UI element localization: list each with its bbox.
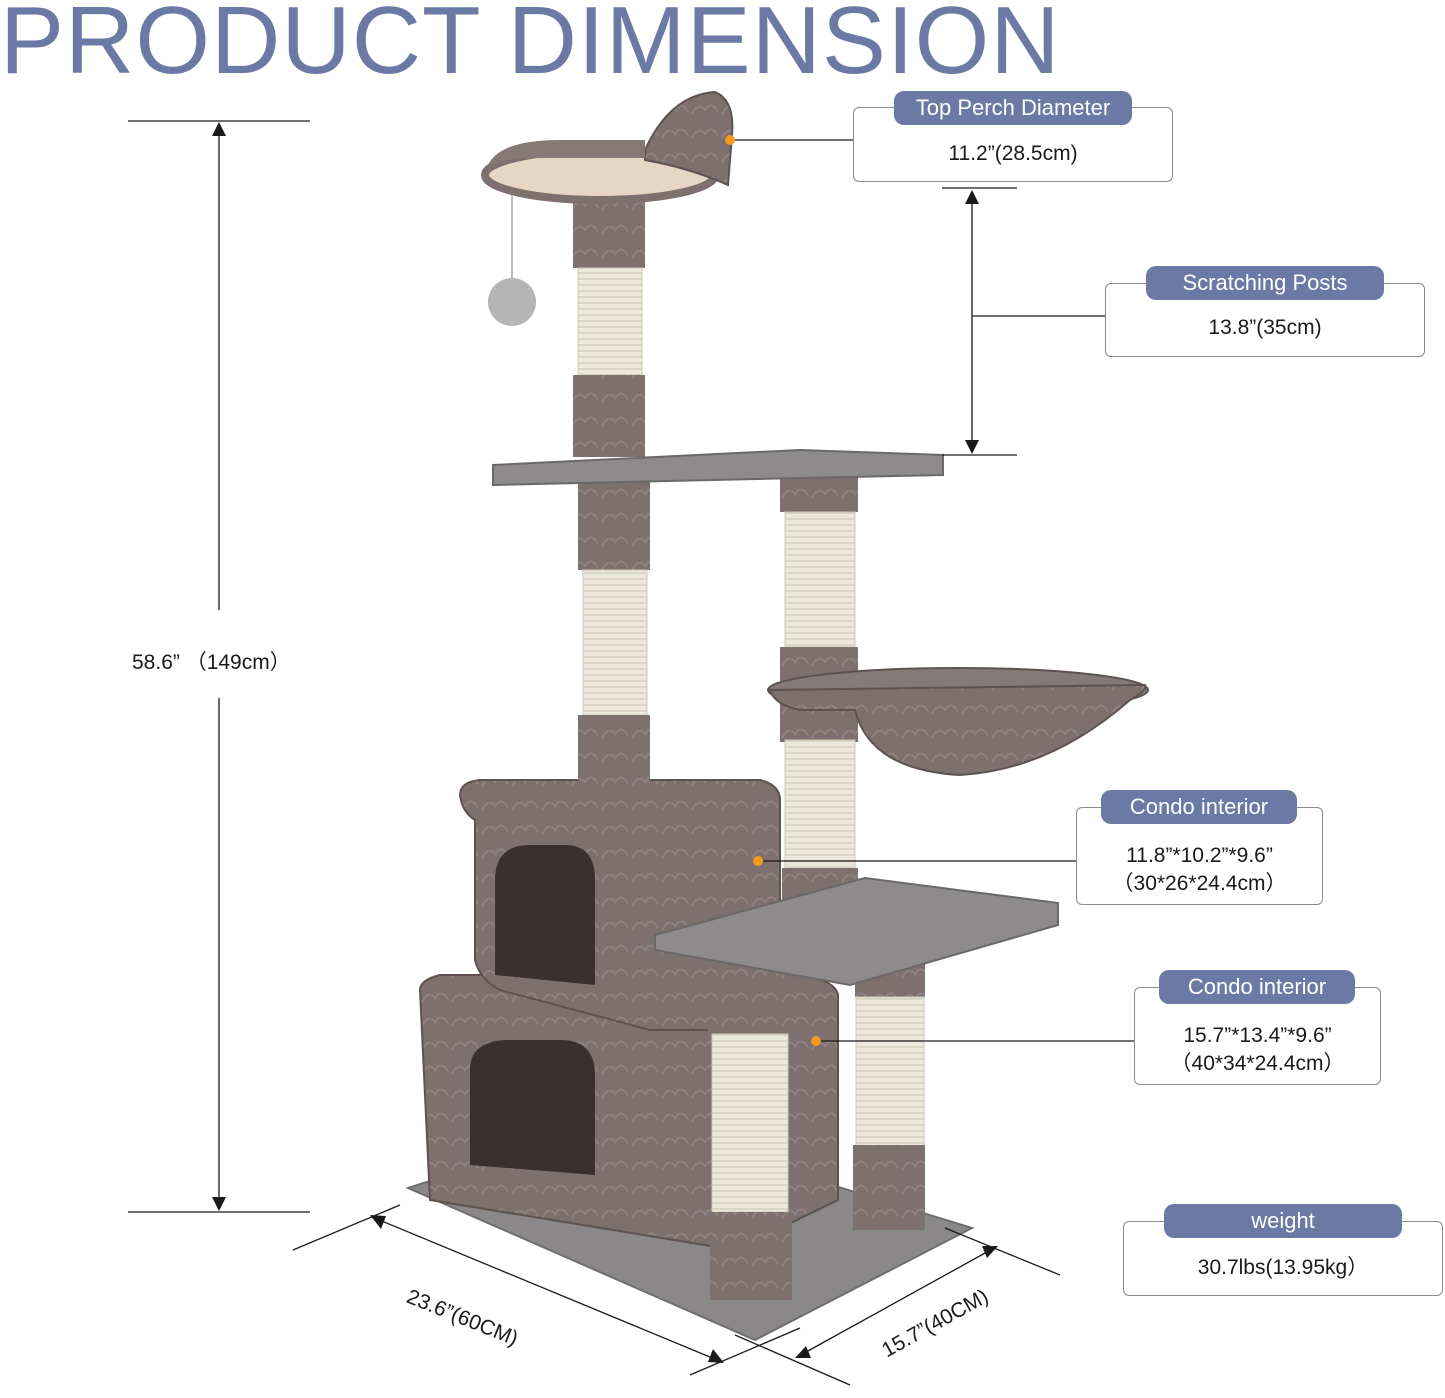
- back-post: [853, 962, 925, 1230]
- condo-lower-label: Condo interior: [1159, 970, 1355, 1004]
- width-dimension-line: [292, 1204, 801, 1376]
- post-dimension-line: [942, 187, 1106, 456]
- callout-leaders: [730, 139, 1135, 1042]
- weight-label: weight: [1164, 1204, 1402, 1238]
- middle-left-post: [578, 482, 650, 785]
- page-title: PRODUCT DIMENSION: [0, 0, 1061, 94]
- scratching-posts-value: 13.8”(35cm): [1208, 316, 1322, 339]
- lower-platform: [654, 876, 1059, 987]
- condo-lower-value-line1: 15.7”*13.4”*9.6”: [1183, 1024, 1332, 1047]
- orange-markers: [725, 135, 821, 1046]
- upper-condo: [458, 779, 781, 1031]
- height-label: 58.6” （149cm）: [132, 651, 291, 674]
- top-post: [573, 180, 645, 457]
- top-perch-label: Top Perch Diameter: [894, 91, 1132, 125]
- condo-lower-value-line2: （40*34*24.4cm）: [1170, 1052, 1345, 1075]
- basket-hammock: [767, 667, 1149, 777]
- front-post: [708, 962, 792, 1300]
- condo-upper-label: Condo interior: [1101, 790, 1297, 824]
- middle-platform: [492, 448, 944, 487]
- weight-value: 30.7lbs(13.95kg）: [1197, 1256, 1369, 1279]
- hanging-ball-toy: [488, 195, 536, 326]
- height-dimension-line: [128, 120, 310, 1213]
- condo-upper-value-line2: （30*26*24.4cm）: [1112, 872, 1287, 895]
- top-perch: [481, 90, 734, 204]
- depth-dimension-line: [734, 1227, 1061, 1386]
- top-perch-value: 11.2”(28.5cm): [948, 142, 1078, 165]
- scratching-posts-label: Scratching Posts: [1146, 266, 1384, 300]
- condo-upper-value-line1: 11.8”*10.2”*9.6”: [1126, 844, 1273, 867]
